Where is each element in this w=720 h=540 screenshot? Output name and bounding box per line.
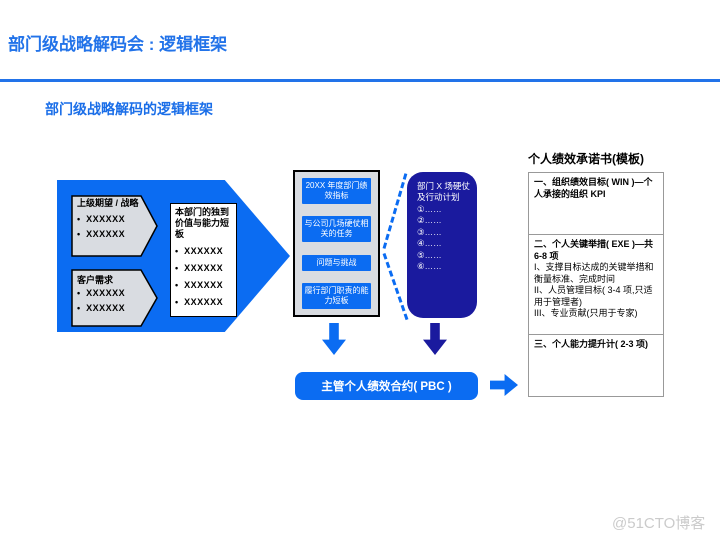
battle-item: ②…… xyxy=(417,215,442,225)
section-line: II、人员管理目标( 3-4 项,只适用于管理者) xyxy=(534,285,653,307)
commitment-panel-heading: 个人绩效承诺书(模板) xyxy=(528,152,644,166)
customer-needs-shape: 客户需求 XXXXXX XXXXXX xyxy=(71,269,158,327)
dashed-connector-down-icon xyxy=(382,253,409,321)
commitment-section-capability: 三、个人能力提升计( 2-3 项) xyxy=(529,334,663,396)
section-line: I、支撑目标达成的关键举措和衡量标准、完成时间 xyxy=(534,262,654,284)
battle-item: ⑤…… xyxy=(417,249,442,260)
section-line: III、专业贡献(只用于专家) xyxy=(534,308,638,318)
battle-item: ③…… xyxy=(417,226,442,237)
watermark: @51CTO博客 xyxy=(612,515,706,532)
customer-needs-title: 客户需求 xyxy=(77,275,114,285)
diagram-subtitle: 部门级战略解码的逻辑框架 xyxy=(45,101,213,117)
pbc-contract-button: 主管个人绩效合约( PBC ) xyxy=(295,372,478,400)
list-item: XXXXXX xyxy=(175,263,233,274)
pentagon-shape-icon xyxy=(71,195,158,257)
battle-item: ①…… xyxy=(417,203,442,214)
battle-action-plan-box: 部门 X 场硬仗及行动计划 ①…… ②…… ③…… ④…… ⑤…… ⑥…… xyxy=(407,172,477,318)
dashed-connector-up-icon xyxy=(382,173,408,249)
indicator-item-company-battles: 与公司几场硬仗相关的任务 xyxy=(302,216,371,243)
list-item: XXXXXX xyxy=(175,246,233,257)
indicator-item-capability-gap: 履行部门职责的能力短板 xyxy=(302,282,371,309)
page-title: 部门级战略解码会 : 逻辑框架 xyxy=(8,35,228,54)
department-value-title: 本部门的独到价值与能力短板 xyxy=(175,207,230,239)
header-divider xyxy=(0,79,720,82)
commitment-template-box: 一、组织绩效目标( WIN )—个人承接的组织 KPI 二、个人关键举措( EX… xyxy=(528,172,664,397)
list-item: XXXXXX xyxy=(77,288,142,299)
battle-action-plan-title: 部门 X 场硬仗及行动计划 xyxy=(417,181,470,202)
commitment-section-win: 一、组织绩效目标( WIN )—个人承接的组织 KPI xyxy=(534,177,653,199)
list-item: XXXXXX xyxy=(175,297,233,308)
commitment-section-exe: 二、个人关键举措( EXE )—共 6-8 项 I、支撑目标达成的关键举措和衡量… xyxy=(529,234,663,334)
upper-expectation-title: 上级期望 / 战略 xyxy=(77,198,139,208)
indicator-item-annual-kpi: 20XX 年度部门绩效指标 xyxy=(302,178,371,204)
performance-indicator-box: 20XX 年度部门绩效指标 与公司几场硬仗相关的任务 问题与挑战 履行部门职责的… xyxy=(293,170,380,317)
department-value-box: 本部门的独到价值与能力短板 XXXXXX XXXXXX XXXXXX XXXXX… xyxy=(170,203,237,317)
right-arrow-icon xyxy=(490,374,518,396)
list-item: XXXXXX xyxy=(77,229,142,240)
indicator-item-problems: 问题与挑战 xyxy=(302,254,371,271)
down-arrow-blue-icon xyxy=(322,323,346,355)
battle-item: ⑥…… xyxy=(417,261,442,271)
upper-expectation-shape: 上级期望 / 战略 XXXXXX XXXXXX xyxy=(71,195,158,257)
down-arrow-navy-icon xyxy=(423,323,447,355)
list-item: XXXXXX xyxy=(77,214,142,225)
battle-item: ④…… xyxy=(417,238,442,248)
list-item: XXXXXX xyxy=(175,280,233,291)
list-item: XXXXXX xyxy=(77,303,142,314)
